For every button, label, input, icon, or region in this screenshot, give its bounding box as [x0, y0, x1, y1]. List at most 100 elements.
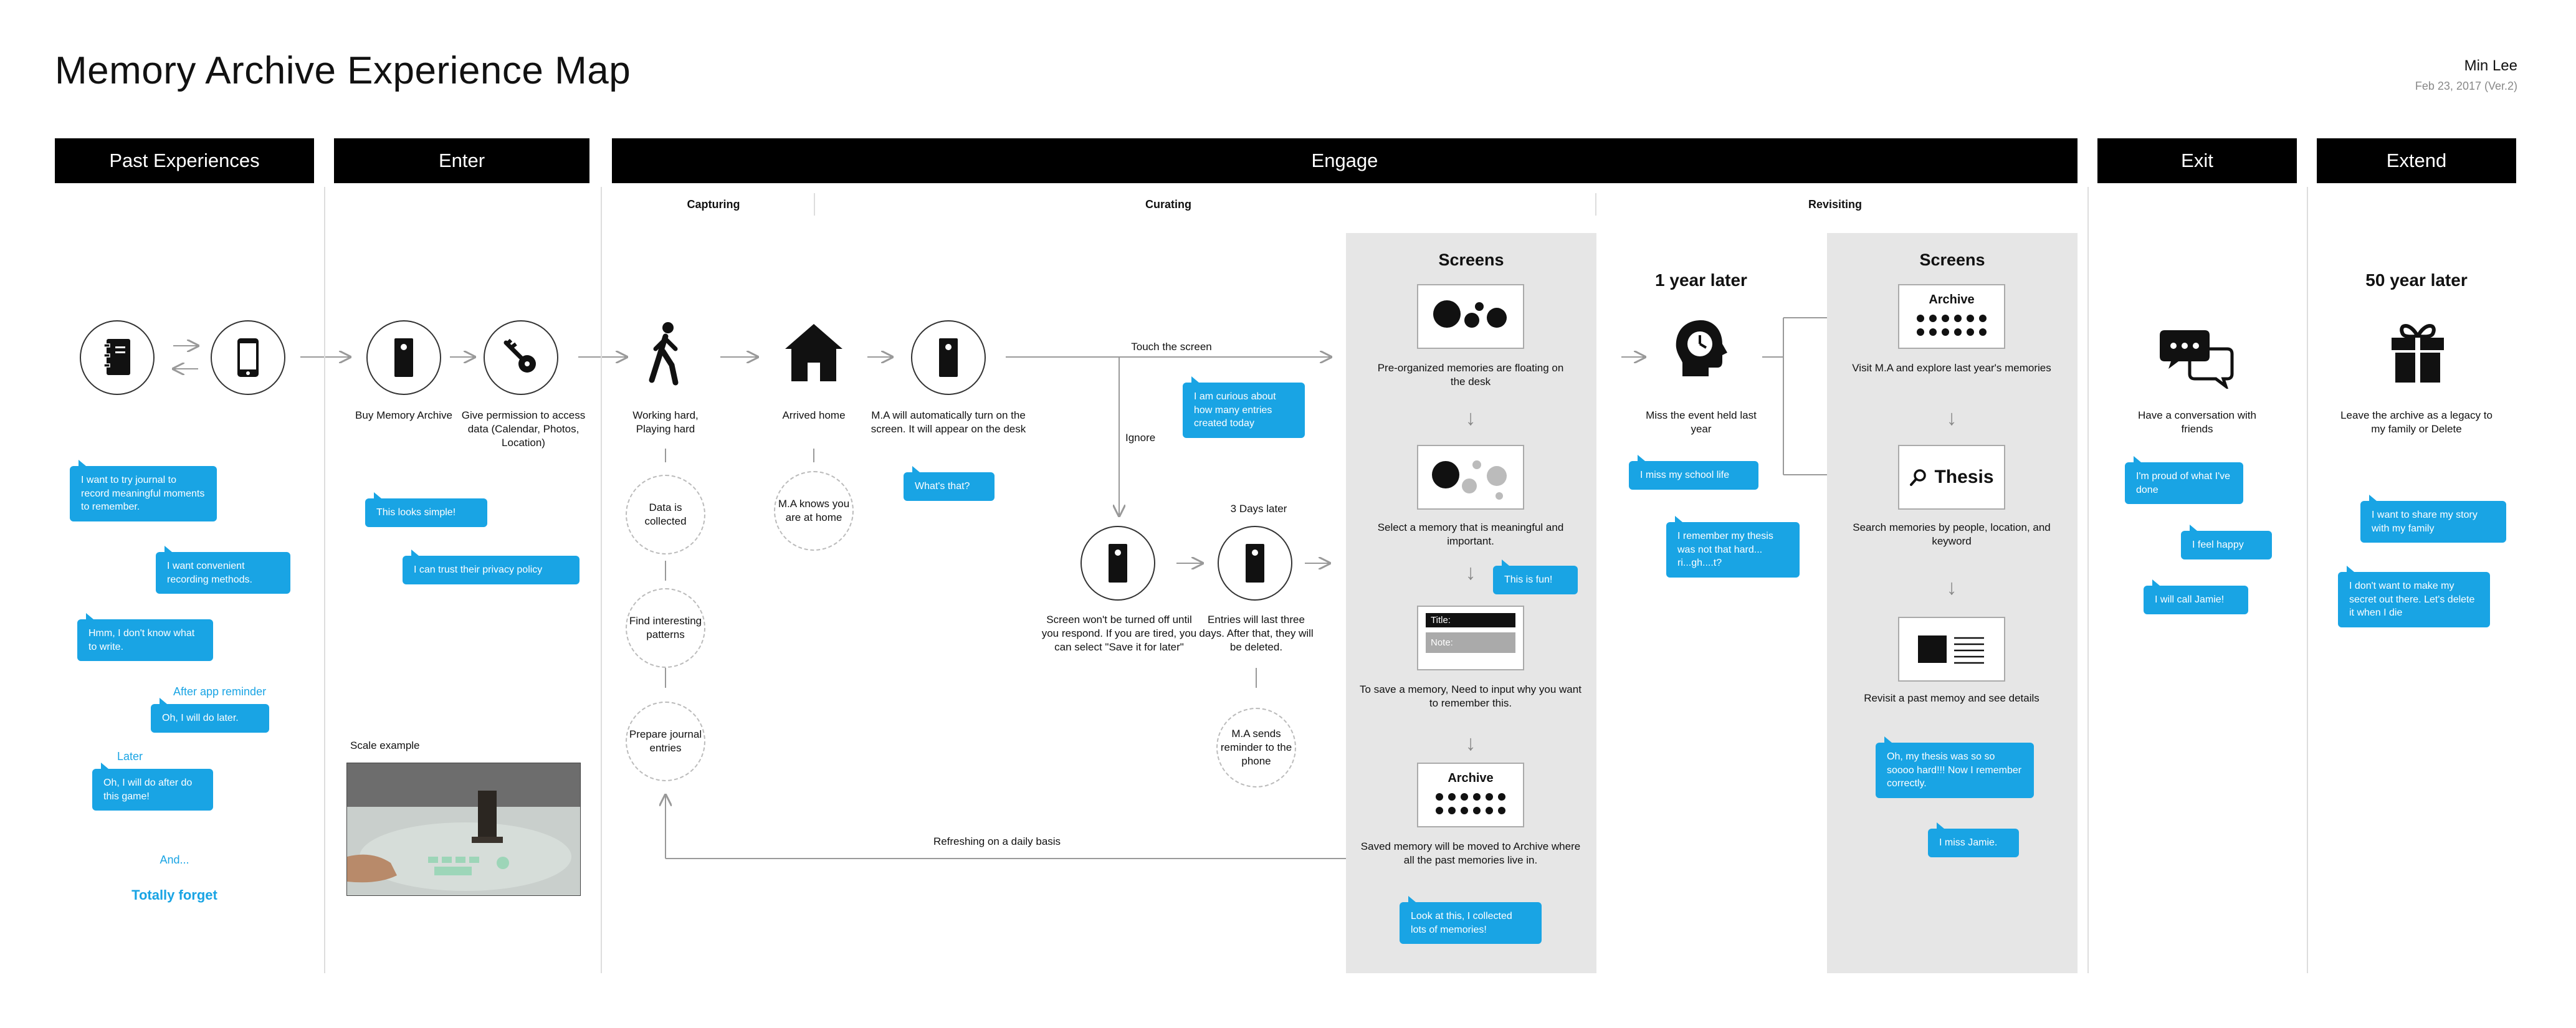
search-label: Search memories by people, location, and…: [1853, 521, 2051, 548]
archive-label: Saved memory will be moved to Archive wh…: [1360, 840, 1581, 867]
prepare-entries-node: Prepare journal entries: [626, 702, 705, 781]
arrow-down-icon: ↓: [1946, 406, 1957, 430]
memory-archive-device-icon: [1109, 544, 1127, 583]
arrow-down-icon: ↓: [1465, 731, 1476, 755]
speech-bubble: I want convenient recording methods.: [156, 545, 290, 594]
gift-icon: [2392, 324, 2444, 383]
subphase-divider: [1595, 193, 1596, 216]
and-label: And...: [160, 854, 189, 866]
archive-screen: Archive: [1417, 763, 1524, 827]
phase-extend: Extend: [2317, 138, 2516, 183]
walking-person-step: [647, 320, 684, 389]
select-memory-label: Select a memory that is meaningful and i…: [1377, 521, 1564, 548]
house-icon: [785, 324, 842, 381]
phase-exit: Exit: [2097, 138, 2297, 183]
speech-bubble: I want to share my story with my family: [2360, 494, 2506, 543]
working-label: Working hard, Playing hard: [632, 409, 699, 435]
archive-title: Archive: [1929, 293, 1975, 307]
speech-bubble: This is fun!: [1493, 559, 1578, 594]
knows-home-node: M.A knows you are at home: [774, 471, 854, 551]
legacy-label: Leave the archive as a legacy to my fami…: [2340, 409, 2493, 435]
find-patterns-node: Find interesting patterns: [626, 588, 705, 668]
gift-step: [2388, 319, 2448, 384]
speech-bubble: I miss Jamie.: [1928, 822, 2019, 857]
page-title: Memory Archive Experience Map: [55, 49, 631, 92]
speech-bubble: Oh, I will do later.: [151, 698, 269, 733]
select-bubbles-icon: [1432, 460, 1507, 500]
speech-bubble: I will call Jamie!: [2144, 579, 2248, 614]
after-reminder-label: After app reminder: [173, 685, 267, 698]
desk-projection-image: [347, 763, 580, 895]
arrow-down-icon: ↓: [1946, 576, 1957, 599]
screen-on-step: [911, 320, 986, 395]
memory-detail-screen: [1898, 617, 2005, 682]
floating-memories-label: Pre-organized memories are floating on t…: [1377, 362, 1564, 388]
walking-person-icon: [649, 322, 679, 386]
speech-bubble: I remember my thesis was not that hard..…: [1666, 516, 1800, 578]
speech-bubble: Oh, I will do after do this game!: [92, 762, 213, 811]
miss-event-label: Miss the event held last year: [1646, 409, 1757, 435]
search-icon: [1910, 469, 1927, 486]
touch-screen-label: Touch the screen: [1131, 341, 1212, 353]
floating-memories-screen: [1417, 284, 1524, 349]
note-field: Note:: [1426, 632, 1515, 653]
screen-waiting-step: [1080, 526, 1155, 601]
ignore-label: Ignore: [1125, 432, 1156, 444]
permission-step: [484, 320, 558, 395]
screen-on-label: M.A will automatically turn on the scree…: [871, 409, 1026, 435]
author-name: Min Lee: [2464, 57, 2517, 74]
memory-archive-device-icon: [394, 338, 413, 377]
home-label: Arrived home: [782, 409, 846, 421]
column-divider: [2087, 187, 2089, 973]
archive-dots-icon: [1436, 793, 1505, 814]
speech-bubble: I miss my school life: [1629, 455, 1758, 490]
date-version: Feb 23, 2017 (Ver.2): [2415, 80, 2517, 92]
refreshing-label: Refreshing on a daily basis: [933, 835, 1061, 847]
entries-expire-label: Entries will last three days. After that…: [1199, 614, 1314, 654]
phase-engage: Engage: [612, 138, 2077, 183]
subphase-curating: Curating: [1145, 198, 1191, 211]
memory-detail-label: Revisit a past memoy and see details: [1864, 692, 2039, 704]
notebook-icon: [103, 339, 130, 375]
arrow-down-icon: ↓: [1465, 406, 1476, 430]
input-memory-label: To save a memory, Need to input why you …: [1360, 683, 1581, 710]
smartphone-icon: [237, 338, 259, 377]
reminder-node: M.A sends reminder to the phone: [1216, 708, 1296, 788]
conversation-step: [2160, 326, 2235, 391]
speech-bubble: I can trust their privacy policy: [403, 550, 580, 584]
data-collected-node: Data is collected: [626, 475, 705, 554]
subphase-divider: [814, 193, 815, 216]
later-label: Later: [117, 750, 143, 763]
journal-step: [80, 320, 155, 395]
chat-bubbles-icon: [2160, 330, 2234, 391]
screen-waiting-label: Screen won't be turned off until you res…: [1041, 614, 1197, 654]
speech-bubble: I am curious about how many entries crea…: [1183, 376, 1305, 438]
arrow-down-icon: ↓: [1465, 561, 1476, 584]
speech-bubble: I'm proud of what I've done: [2125, 455, 2243, 505]
head-clock-icon: [1676, 320, 1727, 376]
phase-enter: Enter: [334, 138, 589, 183]
scale-example-label: Scale example: [350, 740, 420, 751]
speech-bubble: I don't want to make my secret out there…: [2338, 566, 2490, 627]
search-term: Thesis: [1934, 467, 1994, 487]
speech-bubble: I feel happy: [2181, 525, 2272, 559]
memory-bubbles-icon: [1433, 300, 1507, 328]
home-step: [783, 321, 845, 384]
archive-dots-icon: [1917, 315, 1987, 336]
screens-heading: Screens: [1919, 250, 1985, 269]
column-divider: [601, 187, 602, 973]
speech-bubble: Oh, my thesis was so so soooo hard!!! No…: [1876, 736, 2034, 798]
subphase-capturing: Capturing: [687, 198, 740, 211]
totally-forget-label: Totally forget: [131, 887, 217, 903]
three-days-label: 3 Days later: [1230, 503, 1287, 515]
column-divider: [324, 187, 325, 973]
entries-expire-step: [1218, 526, 1292, 601]
column-divider: [2307, 187, 2308, 973]
speech-bubble: What's that?: [904, 466, 995, 501]
permission-label: Give permission to access data (Calendar…: [461, 409, 586, 449]
explore-label: Visit M.A and explore last year's memori…: [1852, 362, 2051, 374]
memory-detail-icon: [1918, 635, 1984, 664]
archive-explore-screen: Archive: [1898, 284, 2005, 349]
thinking-head-step: [1670, 316, 1732, 379]
key-icon: [503, 338, 536, 373]
